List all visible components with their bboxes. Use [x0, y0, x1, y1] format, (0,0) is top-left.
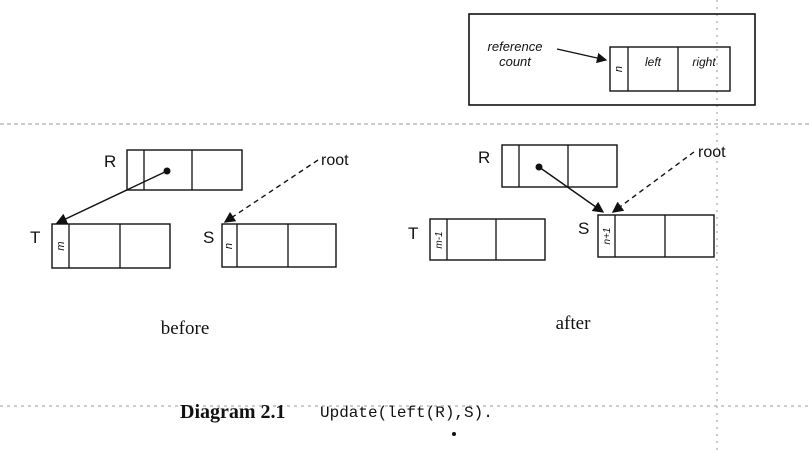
before-node-s: n — [221, 223, 337, 268]
after-pointer-r-to-s — [538, 166, 605, 213]
figure-caption-label: Diagram 2.1 — [180, 401, 286, 423]
legend-reference-label: reference — [488, 39, 543, 54]
after-count-s: n+1 — [602, 228, 613, 245]
after-node-r-label: R — [478, 148, 490, 167]
after-node-s: n+1 — [597, 214, 715, 258]
after-caption: after — [556, 313, 591, 334]
before-node-r — [126, 149, 243, 191]
after-count-t: m-1 — [434, 231, 445, 248]
after-node-t-label: T — [408, 224, 418, 243]
scan-speck — [452, 432, 456, 436]
after-node-s-label: S — [578, 219, 589, 238]
before-count-t: m — [55, 241, 67, 250]
legend-count-label: count — [499, 54, 532, 69]
before-root-label: root — [321, 152, 349, 169]
before-count-s: n — [223, 243, 235, 249]
before-pointer-r-to-t — [55, 170, 168, 224]
after-diagram: R root T m-1 S n+1 after — [408, 144, 726, 334]
before-root-pointer — [223, 159, 319, 223]
before-node-s-label: S — [203, 228, 214, 247]
after-root-label: root — [698, 144, 726, 161]
before-caption: before — [161, 318, 210, 339]
legend-node-cell: n left right — [609, 46, 731, 92]
legend-field-right: right — [692, 55, 716, 69]
after-node-t: m-1 — [429, 218, 546, 261]
after-root-pointer — [611, 151, 695, 213]
legend-box: reference count n left right — [468, 13, 756, 106]
before-node-r-label: R — [104, 152, 116, 171]
legend-field-count: n — [613, 66, 625, 72]
figure-caption-code: Update(left(R),S). — [320, 404, 493, 422]
before-node-t-label: T — [30, 228, 40, 247]
before-diagram: R T m root S n before — [30, 149, 349, 339]
legend-field-left: left — [645, 55, 662, 69]
before-node-t: m — [51, 223, 171, 269]
figure-caption: Diagram 2.1 Update(left(R),S). — [180, 401, 493, 436]
